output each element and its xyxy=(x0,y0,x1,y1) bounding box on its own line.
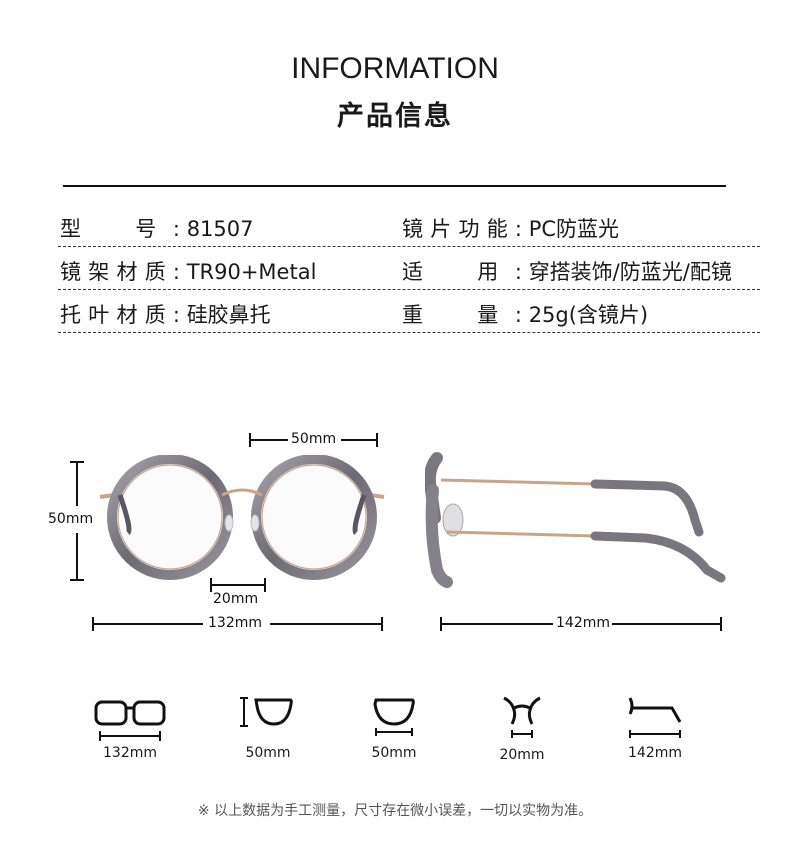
spec-value-frame-material: TR90+Metal xyxy=(186,260,317,284)
icon-label-lens-height: 50mm xyxy=(245,745,291,761)
spec-cell-model: 型 号: 81507 xyxy=(60,213,254,243)
spec-value-usage: 穿搭装饰/防蓝光/配镜 xyxy=(528,260,732,284)
spec-divider xyxy=(58,246,760,247)
temple-icon xyxy=(628,697,682,738)
spec-divider xyxy=(58,289,760,290)
dim-lens-height-label: 50mm xyxy=(48,511,94,527)
spec-label-lens-function: 镜片功能: xyxy=(402,217,522,241)
measurement-disclaimer: ※ 以上数据为手工测量，尺寸存在微小误差，一切以实物为准。 xyxy=(197,803,593,819)
spec-label-model: 型 号: xyxy=(60,217,180,241)
page-title-cn: 产品信息 xyxy=(337,101,453,132)
dim-line xyxy=(341,439,377,441)
spec-label-nosepad-material: 托叶材质: xyxy=(60,303,180,327)
dim-line xyxy=(270,623,382,625)
lens-width-icon xyxy=(373,698,415,736)
icon-label-bridge: 20mm xyxy=(499,747,545,763)
dim-tick xyxy=(70,579,84,581)
spec-cell-lens-function: 镜片功能: PC防蓝光 xyxy=(402,213,619,243)
icon-label-lens-width: 50mm xyxy=(371,745,417,761)
dim-tick xyxy=(264,578,266,592)
dim-line xyxy=(250,439,288,441)
dim-line xyxy=(93,623,203,625)
icon-label-frame-width: 132mm xyxy=(103,745,157,761)
spec-cell-nosepad-material: 托叶材质: 硅胶鼻托 xyxy=(60,299,271,329)
spec-label-usage: 适 用: xyxy=(402,260,522,284)
spec-cell-weight: 重 量: 25g(含镜片) xyxy=(402,299,648,329)
spec-row-1: 型 号: 81507 镜片功能: PC防蓝光 xyxy=(58,207,760,247)
spec-value-weight: 25g(含镜片) xyxy=(528,303,649,327)
spec-label-frame-material: 镜架材质: xyxy=(60,260,180,284)
dim-tick xyxy=(376,433,378,447)
spec-row-2: 镜架材质: TR90+Metal 适 用: 穿搭装饰/防蓝光/配镜 xyxy=(58,250,760,290)
dim-temple-length-label: 142mm xyxy=(556,615,610,631)
spec-cell-frame-material: 镜架材质: TR90+Metal xyxy=(60,256,316,286)
dim-frame-width-label: 132mm xyxy=(208,615,262,631)
lens-height-icon xyxy=(240,697,293,727)
page-title-en: INFORMATION xyxy=(291,52,499,85)
dim-line xyxy=(612,623,721,625)
dim-line xyxy=(76,533,78,579)
dim-line xyxy=(76,462,78,506)
glasses-side-illustration xyxy=(425,452,726,588)
title-divider xyxy=(63,185,726,187)
dim-line xyxy=(211,584,265,586)
dim-line xyxy=(441,623,553,625)
spec-value-nosepad-material: 硅胶鼻托 xyxy=(186,303,271,327)
spec-value-model: 81507 xyxy=(186,217,254,241)
frame-width-icon xyxy=(94,700,166,741)
spec-cell-usage: 适 用: 穿搭装饰/防蓝光/配镜 xyxy=(402,256,732,286)
bridge-icon xyxy=(503,696,541,738)
dim-lens-width-label: 50mm xyxy=(291,431,337,447)
glasses-front-illustration xyxy=(99,455,385,580)
icon-label-temple: 142mm xyxy=(628,745,682,761)
spec-label-weight: 重 量: xyxy=(402,303,522,327)
dim-bridge-label: 20mm xyxy=(213,591,259,607)
dim-tick xyxy=(720,617,722,631)
spec-divider xyxy=(58,332,760,333)
dim-tick xyxy=(381,617,383,631)
spec-row-3: 托叶材质: 硅胶鼻托 重 量: 25g(含镜片) xyxy=(58,293,760,333)
spec-value-lens-function: PC防蓝光 xyxy=(528,217,620,241)
